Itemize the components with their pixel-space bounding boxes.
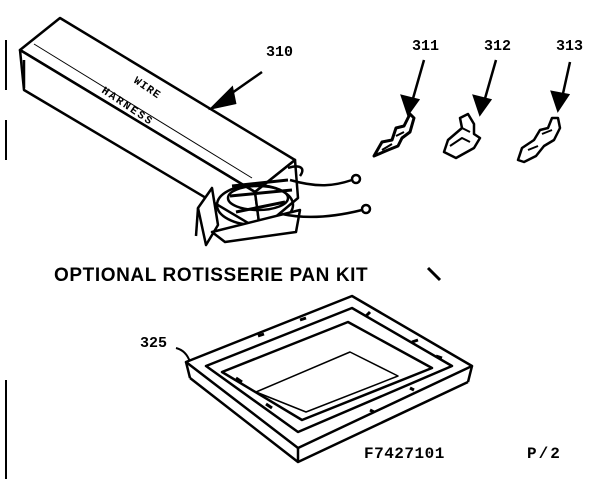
terminal-313	[516, 116, 562, 164]
terminal-311	[372, 112, 416, 158]
part-label-311: 311	[412, 38, 439, 55]
part-label-310: 310	[266, 44, 293, 61]
arrow-310	[208, 70, 263, 111]
wire-harness-box	[18, 16, 372, 247]
rotisserie-pan	[184, 294, 474, 464]
page-number: P/2	[527, 445, 562, 463]
kit-title: OPTIONAL ROTISSERIE PAN KIT	[54, 265, 368, 286]
part-label-312: 312	[484, 38, 511, 55]
arrow-313	[550, 61, 572, 113]
drawing-number: F7427101	[364, 445, 445, 463]
terminal-312	[442, 112, 482, 160]
title-tick-mark	[426, 266, 442, 282]
arrow-311	[400, 59, 426, 117]
part-label-313: 313	[556, 38, 583, 55]
part-label-325: 325	[140, 335, 167, 352]
arrow-312	[472, 59, 498, 117]
